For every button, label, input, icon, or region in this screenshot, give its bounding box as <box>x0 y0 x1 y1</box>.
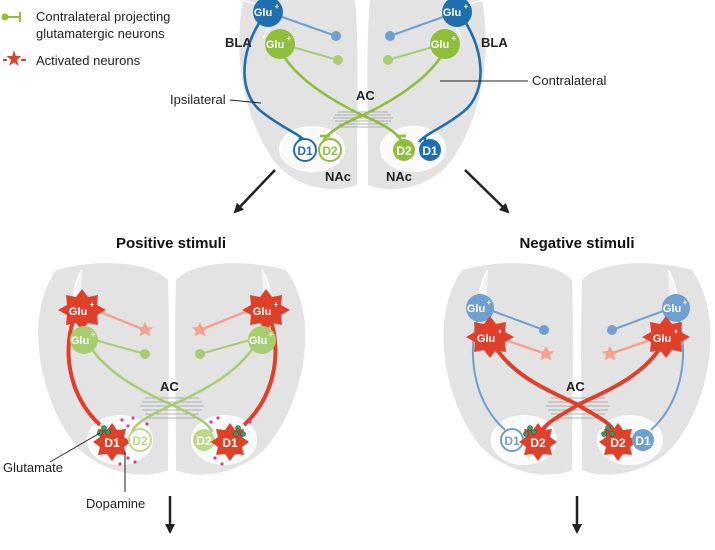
svg-text:D2: D2 <box>530 436 546 450</box>
svg-text:D2: D2 <box>132 434 148 448</box>
svg-text:+: + <box>90 300 95 309</box>
negative-stimuli-brain: Glu + Glu + Glu + Glu + D1 D2 D2 <box>443 263 711 475</box>
svg-text:Glu: Glu <box>69 306 87 318</box>
d1-neuron: D1 <box>500 428 524 452</box>
dopamine-dots <box>118 416 252 466</box>
svg-text:Glu: Glu <box>663 303 681 315</box>
svg-text:D2: D2 <box>396 144 412 158</box>
negative-stimuli-title: Negative stimuli <box>519 235 634 252</box>
d2-neuron: D2 <box>393 139 415 161</box>
svg-text:+: + <box>683 298 688 307</box>
glu-neuron-green: Glu + <box>265 29 295 59</box>
ac-label-negative: AC <box>566 379 585 394</box>
d2-neuron: D2 <box>193 429 215 451</box>
svg-text:D2: D2 <box>610 436 626 450</box>
arrow-to-positive <box>233 169 276 214</box>
svg-text:Glu: Glu <box>71 335 89 347</box>
svg-text:Glu: Glu <box>253 306 271 318</box>
d1-neuron: D1 <box>632 429 654 451</box>
glu-neuron-blue: Glu + <box>253 0 283 27</box>
top-left-ipsilateral-projection <box>243 11 308 143</box>
glutamate-label: Glutamate <box>3 460 63 475</box>
svg-text:+: + <box>452 34 457 43</box>
d1-neuron: D1 <box>293 138 317 162</box>
nac-label-left: NAc <box>325 169 351 184</box>
svg-text:D1: D1 <box>222 436 238 450</box>
activated-glu-neuron: Glu + <box>242 289 290 331</box>
d2-neuron: D2 <box>128 428 152 452</box>
svg-text:Glu: Glu <box>467 303 485 315</box>
svg-text:+: + <box>274 300 279 309</box>
glu-neuron-green: Glu + <box>430 29 460 59</box>
ac-label: AC <box>356 88 375 103</box>
dopamine-label: Dopamine <box>86 496 145 511</box>
contralateral-legend-text: Contralateral projecting glutamatergic n… <box>36 9 170 41</box>
svg-text:Glu: Glu <box>443 7 461 19</box>
top-right-ipsilateral-projection <box>417 11 482 143</box>
svg-text:+: + <box>464 2 469 11</box>
glu-neuron-light-green: Glu + <box>70 326 98 354</box>
svg-text:D1: D1 <box>104 436 120 450</box>
svg-text:D2: D2 <box>196 434 212 448</box>
svg-text:+: + <box>91 330 96 339</box>
glu-neuron-blue: Glu + <box>442 0 472 27</box>
activated-d1-neuron: D1 <box>211 423 249 461</box>
glu-neuron-light-green: Glu + <box>248 326 276 354</box>
bla-label-left: BLA <box>225 35 252 50</box>
nac-label-right: NAc <box>386 169 412 184</box>
svg-text:D1: D1 <box>422 144 438 158</box>
contralateral-legend-icon <box>1 12 21 22</box>
svg-text:+: + <box>275 2 280 11</box>
contralateral-label: Contralateral <box>532 73 607 88</box>
glu-neuron-light-blue: Glu + <box>662 294 690 322</box>
d2-neuron: D2 <box>318 138 342 162</box>
svg-text:+: + <box>269 330 274 339</box>
bla-label-right: BLA <box>481 35 508 50</box>
activated-neuron-legend-icon <box>3 50 26 66</box>
arrow-to-negative <box>464 169 510 214</box>
top-right-contralateral-projection <box>321 57 442 143</box>
svg-text:+: + <box>487 298 492 307</box>
activated-d2-neuron: D2 <box>519 423 557 461</box>
activated-d2-neuron: D2 <box>599 423 637 461</box>
svg-text:D1: D1 <box>504 434 520 448</box>
activated-legend-text: Activated neurons <box>36 53 141 68</box>
svg-text:D2: D2 <box>322 144 338 158</box>
glutamate-vesicles <box>97 425 246 437</box>
positive-stimuli-title: Positive stimuli <box>116 235 226 252</box>
activated-glu-neuron: Glu + <box>642 316 690 358</box>
ipsilateral-label: Ipsilateral <box>170 92 226 107</box>
svg-text:D1: D1 <box>297 144 313 158</box>
legend: Contralateral projecting glutamatergic n… <box>1 9 170 68</box>
svg-text:Glu: Glu <box>266 39 284 51</box>
svg-text:Glu: Glu <box>431 39 449 51</box>
svg-text:Glu: Glu <box>249 335 267 347</box>
svg-text:Glu: Glu <box>653 333 671 345</box>
svg-text:Glu: Glu <box>477 333 495 345</box>
top-brain: Glu + Glu + Glu + Glu + D1 D2 D2 <box>170 0 607 190</box>
activated-glu-neuron: Glu + <box>466 316 514 358</box>
svg-text:+: + <box>674 327 679 336</box>
ac-label-positive: AC <box>160 379 179 394</box>
glu-neuron-light-blue: Glu + <box>466 294 494 322</box>
svg-text:+: + <box>498 327 503 336</box>
activated-glu-neuron: Glu + <box>58 289 106 331</box>
glutamate-vesicles <box>523 425 615 437</box>
d1-neuron: D1 <box>419 139 441 161</box>
svg-text:+: + <box>287 34 292 43</box>
svg-text:D1: D1 <box>635 434 651 448</box>
svg-text:Glu: Glu <box>254 7 272 19</box>
positive-stimuli-brain: Glu + Glu + Glu + Glu + D1 D2 D2 <box>3 263 306 511</box>
